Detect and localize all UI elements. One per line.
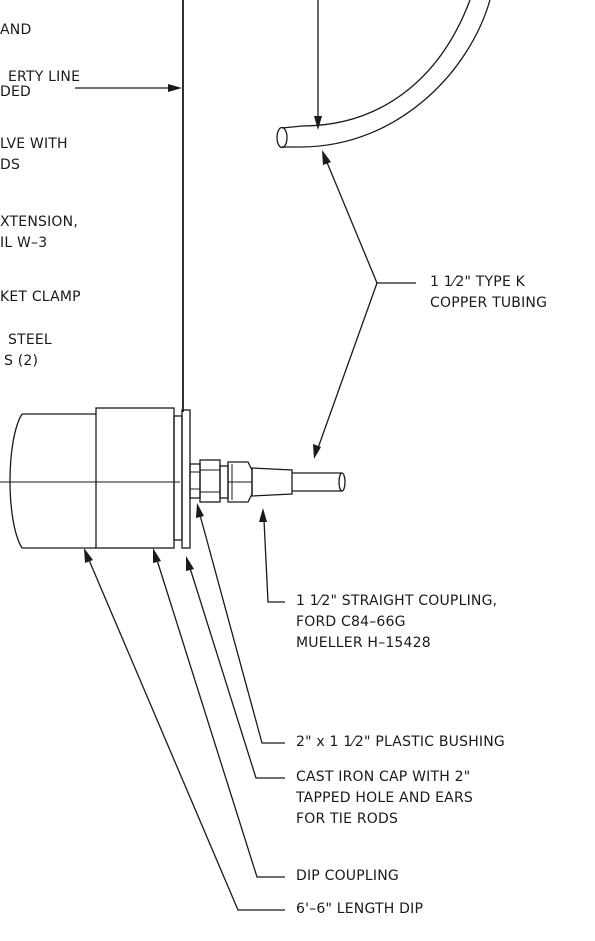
- cast-iron-cap-leader: [186, 556, 285, 779]
- plastic-bushing-leader: [196, 503, 285, 744]
- cast-iron-cap-label: CAST IRON CAP WITH 2" TAPPED HOLE AND EA…: [296, 769, 473, 827]
- dip-pipe: [0, 413, 100, 549]
- straight-coupling-leader: [259, 508, 285, 603]
- plastic-bushing: [189, 463, 201, 499]
- copper-tubing-label: 1 1⁄2" TYPE K COPPER TUBING: [430, 274, 548, 311]
- copper-tubing-leaders: [313, 150, 416, 459]
- straight-coupling: [199, 459, 293, 503]
- dip-length-label: 6'–6" LENGTH DIP: [296, 901, 424, 917]
- property-line-leader: [75, 84, 182, 92]
- dip-coupling-label: DIP COUPLING: [296, 868, 399, 884]
- note-valve: LVE WITH DS: [0, 136, 68, 173]
- cast-iron-cap: [173, 409, 191, 549]
- straight-coupling-label: 1 1⁄2" STRAIGHT COUPLING, FORD C84–66G M…: [296, 593, 498, 651]
- note-and: AND: [0, 22, 32, 38]
- copper-tubing-upper: [276, 0, 491, 149]
- dip-length-leader: [84, 548, 285, 911]
- note-steel-rods: STEEL S (2): [4, 332, 52, 369]
- dip-coupling-leader: [153, 548, 285, 878]
- note-property-line: ERTY LINE DED: [0, 69, 81, 100]
- note-bracket-clamp: KET CLAMP: [0, 289, 81, 305]
- plastic-bushing-label: 2" x 1 1⁄2" PLASTIC BUSHING: [296, 734, 505, 750]
- dip-coupling: [95, 407, 180, 549]
- copper-tubing-lower: [292, 472, 346, 492]
- note-extension: XTENSION, IL W–3: [0, 214, 78, 251]
